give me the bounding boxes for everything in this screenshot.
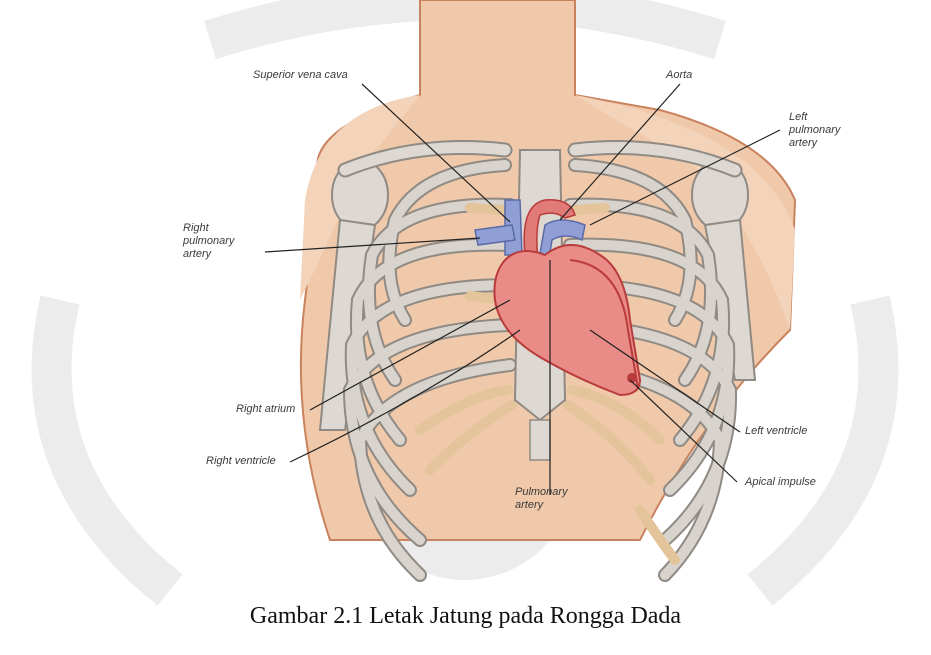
label-right-pulmonary-artery: Right pulmonary artery [183, 222, 234, 261]
label-left-pulmonary-artery: Left pulmonary artery [789, 111, 840, 150]
label-aorta: Aorta [666, 69, 692, 82]
figure-caption: Gambar 2.1 Letak Jatung pada Rongga Dada [0, 603, 931, 630]
label-right-atrium: Right atrium [236, 403, 295, 416]
label-pulmonary-artery: Pulmonary artery [515, 486, 568, 512]
xiphoid [530, 420, 550, 460]
label-apical-impulse: Apical impulse [745, 476, 816, 489]
label-superior-vena-cava: Superior vena cava [253, 69, 348, 82]
label-left-ventricle: Left ventricle [745, 425, 807, 438]
label-right-ventricle: Right ventricle [206, 455, 276, 468]
